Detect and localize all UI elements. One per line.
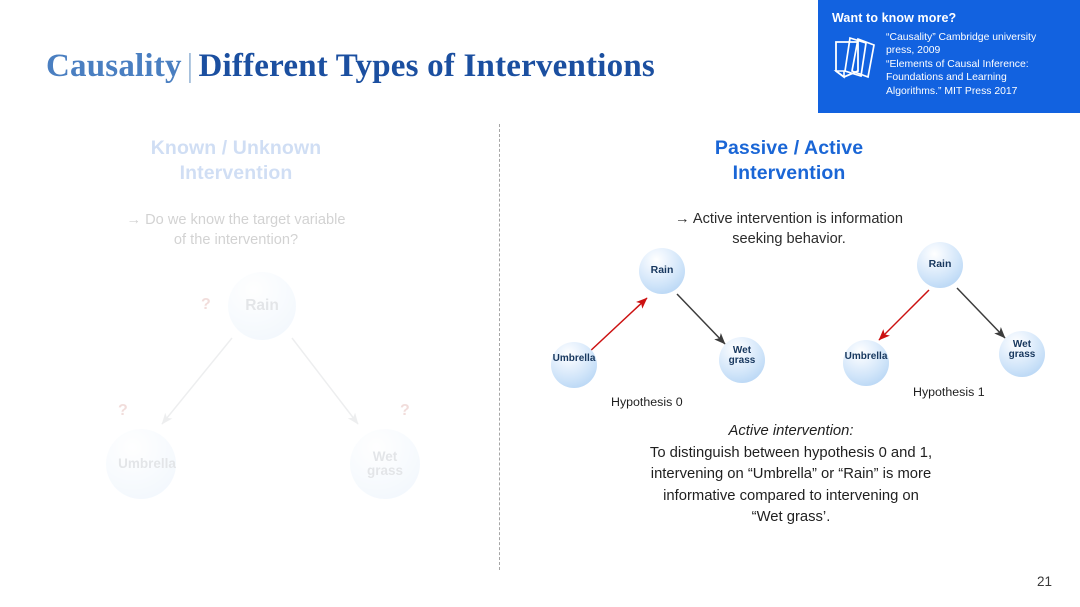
node-rain-label: Rain (928, 258, 952, 271)
right-panel-lead: → Active intervention is information see… (599, 209, 979, 249)
left-causal-graph: Rain ? Umbrella ? Wet grass ? (0, 0, 499, 607)
reference-box-citations: “Causality” Cambridge university press, … (886, 31, 1072, 98)
left-heading-line2: Intervention (179, 162, 293, 184)
node-rain-label: Rain (650, 264, 674, 277)
node-wetgrass: Wet grass (999, 331, 1045, 377)
edge-rain-to-wetgrass (956, 287, 1006, 339)
node-umbrella-label: Umbrella (552, 352, 596, 364)
title-separator: | (186, 48, 194, 84)
left-lead-arrow-icon: → (126, 212, 142, 228)
question-mark-umbrella: ? (118, 402, 128, 419)
node-rain: Rain (917, 242, 963, 288)
right-heading-line2: Intervention (732, 162, 846, 184)
conclusion-text: Active intervention: To distinguish betw… (581, 421, 1001, 529)
reference-line: “Causality” Cambridge university (886, 32, 1037, 43)
hypothesis-0-caption: Hypothesis 0 (611, 395, 683, 409)
left-panel-lead: → Do we know the target variable of the … (56, 210, 416, 250)
node-umbrella-label: Umbrella (118, 455, 176, 471)
edge-rain-wetgrass (291, 337, 359, 425)
edge-rain-to-wetgrass (676, 293, 726, 345)
title-secondary: Different Types of Interventions (198, 48, 655, 84)
title-primary: Causality (46, 48, 182, 84)
edge-rain-umbrella (161, 337, 233, 425)
conclusion-line1: To distinguish between hypothesis 0 and … (649, 444, 933, 461)
node-rain-label: Rain (245, 296, 279, 314)
node-wetgrass: Wet grass (719, 337, 765, 383)
node-wetgrass-label: Wet grass (728, 344, 756, 366)
hypothesis-1-edges (878, 287, 1006, 341)
edge-umbrella-to-rain (586, 297, 648, 355)
conclusion-line4: “Wet grass’. (751, 509, 831, 525)
node-umbrella: Umbrella (551, 342, 597, 388)
hypothesis-1-caption: Hypothesis 1 (913, 385, 985, 399)
documents-icon (828, 33, 882, 85)
page-title: Causality|Different Types of Interventio… (46, 48, 655, 85)
reference-line: Foundations and Learning (886, 72, 1007, 84)
left-lead-line1: Do we know the target variable (145, 212, 346, 228)
right-heading-line1: Passive / Active (714, 137, 864, 159)
node-rain: Rain (639, 248, 685, 294)
right-lead-line1: Active intervention is information (692, 211, 903, 227)
node-umbrella-label: Umbrella (844, 350, 888, 362)
left-panel: Known / Unknown Intervention → Do we kno… (0, 0, 499, 607)
right-lead-arrow-icon: → (675, 211, 690, 227)
conclusion-line3: informative compared to intervening on (663, 487, 919, 504)
hypothesis-0-edges (586, 293, 726, 355)
edge-rain-to-umbrella (878, 289, 930, 341)
node-rain: Rain (228, 272, 296, 340)
hypothesis-0-graph: Rain Umbrella Wet grass Hypothesis 0 (529, 236, 789, 416)
page-number: 21 (1036, 574, 1052, 589)
reference-box-heading: Want to know more? (832, 11, 957, 25)
right-panel-heading: Passive / Active Intervention (589, 136, 989, 186)
node-umbrella: Umbrella (106, 429, 176, 499)
left-heading-line1: Known / Unknown (150, 137, 322, 159)
node-wetgrass: Wet grass (350, 429, 420, 499)
question-mark-wetgrass: ? (400, 402, 410, 419)
hypothesis-1-graph: Rain Umbrella Wet grass Hypothesis 1 (809, 230, 1069, 410)
reference-line: Algorithms.” MIT Press 2017 (886, 85, 1018, 97)
reference-box: Want to know more? “Causality” Cambridge… (818, 0, 1080, 113)
node-wetgrass-label: Wet grass (1008, 338, 1036, 360)
question-mark-rain: ? (201, 296, 211, 313)
right-panel: Passive / Active Intervention → Active i… (499, 0, 1080, 607)
reference-line: “Elements of Causal Inference: (886, 58, 1029, 70)
left-panel-heading: Known / Unknown Intervention (86, 136, 386, 186)
node-umbrella: Umbrella (843, 340, 889, 386)
vertical-dashed-divider (499, 124, 500, 570)
conclusion-line2: intervening on “Umbrella” or “Rain” is m… (650, 466, 932, 482)
left-graph-edges (161, 337, 359, 425)
right-lead-line2: seeking behavior. (732, 231, 846, 247)
conclusion-emphasis: Active intervention: (728, 423, 854, 439)
reference-line: press, 2009 (886, 45, 941, 57)
node-wetgrass-label: Wet grass (366, 448, 404, 478)
left-lead-line2: of the intervention? (173, 232, 299, 248)
